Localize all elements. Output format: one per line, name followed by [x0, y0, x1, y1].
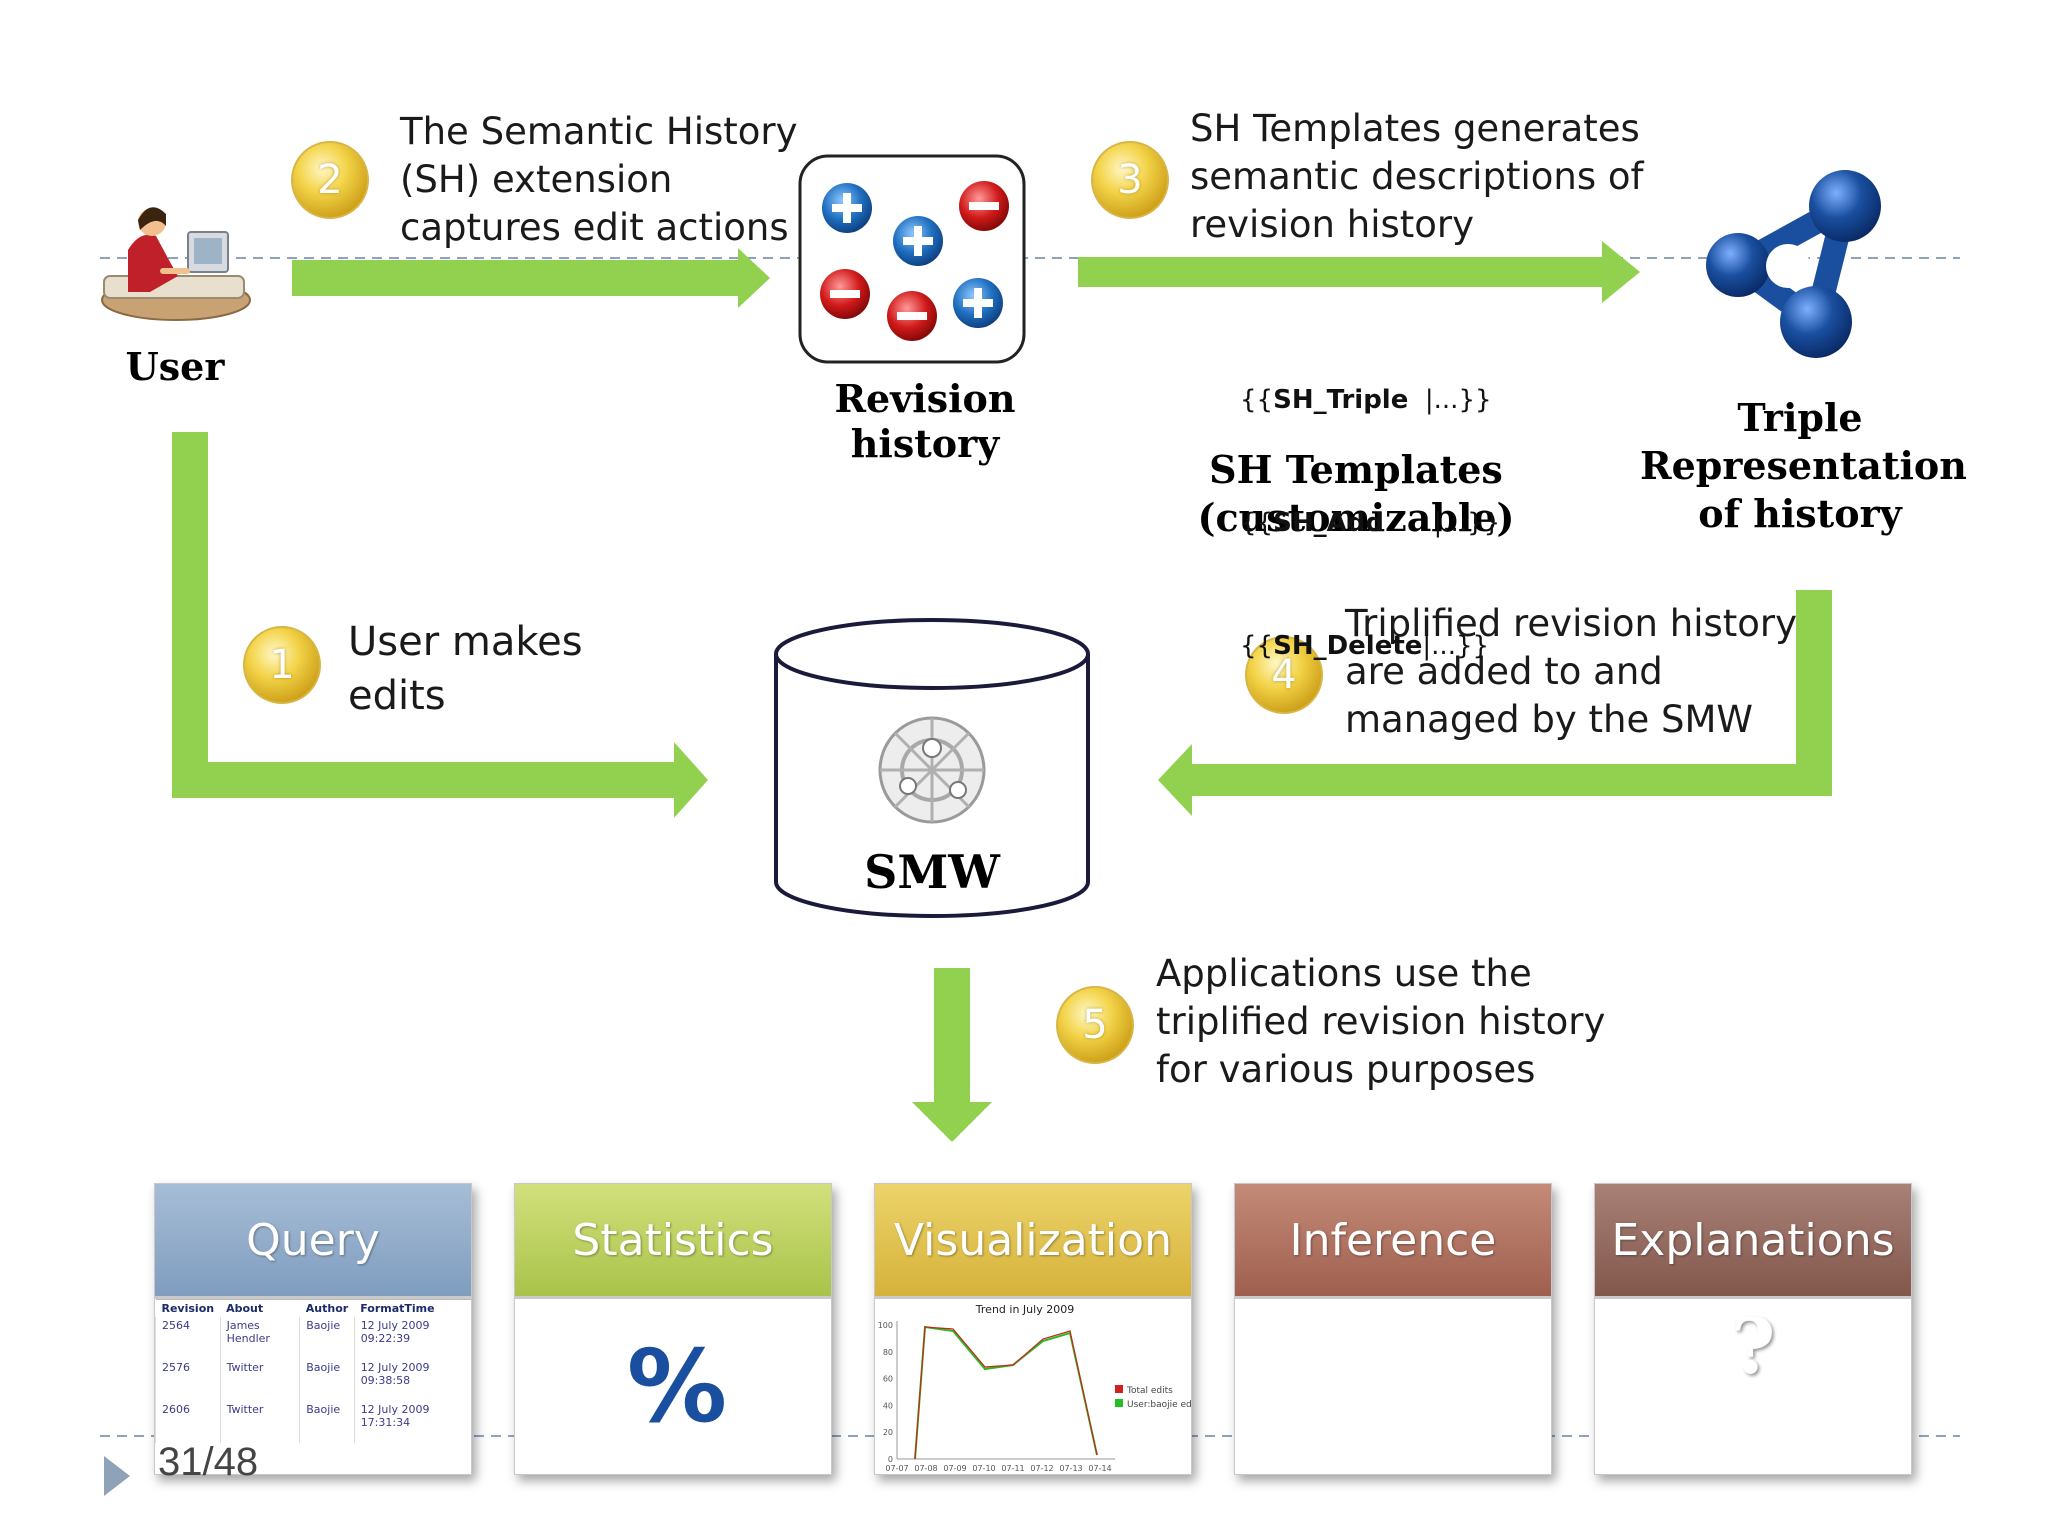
arrow-step-1 [172, 432, 708, 818]
inference-preview [1235, 1299, 1551, 1474]
y-tick-label: 80 [883, 1348, 893, 1357]
query-card-title: Query [155, 1184, 471, 1299]
statistics-card-title: Statistics [515, 1184, 831, 1299]
percent-symbol: % [626, 1328, 728, 1445]
step-badge-5: 5 [1052, 982, 1138, 1072]
step-badge-2: 2 [287, 137, 373, 227]
wiki-sphere-icon [878, 716, 986, 824]
minus-icon [887, 291, 937, 341]
plus-icon [893, 216, 943, 266]
arrow-step-3 [1078, 241, 1640, 303]
template-line: {{SH_Delete|...}} [1240, 631, 1490, 661]
question-mark-symbol: ? [1730, 1302, 1776, 1391]
plus-icon [953, 278, 1003, 328]
plus-icon [822, 183, 872, 233]
table-row: 2576 Twitter Baojie 12 July 2009 09:38:5… [155, 1359, 471, 1401]
sh-templates-label: SH Templates(customizable) [1197, 447, 1515, 540]
minus-icon [959, 181, 1009, 231]
template-line: {{SH_Triple |...}} [1240, 385, 1492, 415]
x-tick-label: 07-14 [1088, 1464, 1111, 1473]
query-card[interactable]: Query Revision About Author FormatTime 2… [154, 1183, 472, 1475]
slide-marker-icon [104, 1456, 130, 1496]
legend-item: Total edits [1126, 1386, 1173, 1396]
step-number: 3 [1117, 157, 1143, 203]
y-tick-label: 0 [888, 1455, 893, 1464]
x-tick-label: 07-11 [1001, 1464, 1024, 1473]
inference-card-title: Inference [1235, 1184, 1551, 1299]
legend-swatch [1115, 1385, 1123, 1393]
column-header: About [220, 1299, 300, 1317]
y-tick-label: 20 [883, 1428, 893, 1437]
sh-template-list: {{SH_Triple |...}} {{SH_Add |...}} {{SH_… [1240, 298, 1500, 749]
legend-item: User:baojie edits [1127, 1400, 1191, 1410]
x-tick-label: 07-12 [1030, 1464, 1053, 1473]
query-table-preview: Revision About Author FormatTime 2564 Ja… [155, 1299, 471, 1474]
arrow-step-5 [912, 968, 992, 1142]
statistics-preview: % [515, 1299, 831, 1474]
legend-swatch [1115, 1399, 1123, 1407]
visualization-card[interactable]: Visualization Trend in July 2009 100 80 60… [874, 1183, 1192, 1475]
column-header: FormatTime [354, 1299, 471, 1317]
user-label: User [125, 344, 225, 389]
explanations-preview: ? [1595, 1299, 1911, 1474]
revision-history-label: Revision history [834, 376, 1016, 466]
y-tick-label: 60 [883, 1375, 893, 1384]
visualization-card-title: Visualization [875, 1184, 1191, 1299]
revision-history-box [798, 154, 1026, 364]
series-line-total [914, 1326, 1098, 1460]
arrow-step-2 [292, 248, 770, 308]
y-tick-label: 40 [883, 1401, 893, 1410]
step-number: 1 [269, 642, 295, 688]
explanations-card-title: Explanations [1595, 1184, 1911, 1299]
inference-card[interactable]: Inference [1234, 1183, 1552, 1475]
query-results-table: Revision About Author FormatTime 2564 Ja… [155, 1299, 471, 1443]
triple-graph-icon [1706, 170, 1881, 358]
arrow-step-4 [1158, 590, 1832, 816]
trend-chart-title: Trend in July 2009 [975, 1303, 1074, 1316]
x-tick-label: 07-09 [943, 1464, 966, 1473]
slide-number: 31/48 [158, 1440, 259, 1484]
step-number: 5 [1082, 1002, 1108, 1048]
x-tick-label: 07-08 [914, 1464, 937, 1473]
x-tick-label: 07-10 [972, 1464, 995, 1473]
column-header: Author [299, 1299, 355, 1317]
step-badge-1: 1 [239, 622, 325, 712]
y-tick-label: 100 [878, 1321, 893, 1330]
template-line: {{SH_Add |...}} [1240, 508, 1501, 538]
visualization-preview: Trend in July 2009 100 80 60 40 20 0 07-07 07-… [875, 1299, 1191, 1474]
trend-chart: Trend in July 2009 100 80 60 40 20 0 07-07 07-… [878, 1303, 1191, 1473]
column-header: Revision [155, 1299, 221, 1317]
series-line-user [914, 1325, 1098, 1460]
user-at-computer-icon [101, 207, 251, 321]
step-number: 4 [1271, 652, 1297, 698]
step-badge-3: 3 [1087, 137, 1173, 227]
step-badge-4: 4 [1241, 632, 1327, 722]
x-tick-label: 07-07 [885, 1464, 908, 1473]
statistics-card[interactable]: Statistics % [514, 1183, 832, 1475]
explanations-card[interactable]: Explanations ? [1594, 1183, 1912, 1475]
x-tick-label: 07-13 [1059, 1464, 1082, 1473]
smw-label: SMW [864, 845, 1000, 899]
table-row: 2606 Twitter Baojie 12 July 2009 17:31:3… [155, 1401, 471, 1443]
minus-icon [820, 269, 870, 319]
table-row: 2564 James Hendler Baojie 12 July 2009 0… [155, 1317, 471, 1359]
step-number: 2 [317, 157, 343, 203]
